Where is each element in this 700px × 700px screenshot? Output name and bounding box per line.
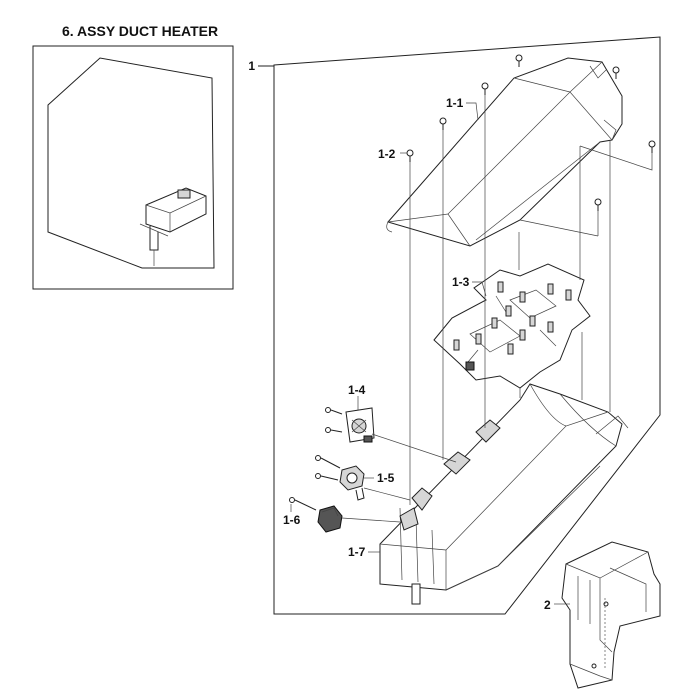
- screw-icon: [289, 497, 317, 511]
- thermal-fuse-part: [339, 465, 365, 501]
- label-part-1: 1: [248, 59, 255, 73]
- screw-icon: [325, 427, 343, 433]
- duct-cover-part: [386, 57, 623, 247]
- label-part-1-5: 1-5: [377, 471, 395, 485]
- label-part-1-6: 1-6: [283, 513, 301, 527]
- screw-icon: [648, 140, 656, 153]
- locator-inset: [32, 45, 234, 290]
- terminal-pins: [453, 281, 572, 371]
- screw-icon: [315, 473, 339, 481]
- label-part-1-3: 1-3: [452, 275, 470, 289]
- diagram-title: 6. ASSY DUCT HEATER: [62, 23, 218, 39]
- thermostat-part: [345, 407, 375, 443]
- screw-icon: [612, 66, 620, 79]
- label-part-1-2: 1-2: [378, 147, 396, 161]
- label-part-2: 2: [544, 598, 551, 612]
- label-part-1-7: 1-7: [348, 545, 366, 559]
- high-limit-thermostat-part: [317, 505, 343, 533]
- screw-icon: [481, 82, 489, 95]
- screw-icon: [406, 149, 414, 162]
- inset-frame: [32, 45, 234, 290]
- screw-icon: [594, 198, 602, 211]
- screw-icon: [515, 54, 523, 67]
- leader-lines: [290, 102, 570, 605]
- heater-housing-part: [379, 383, 629, 605]
- inset-duct-heater-icon: [139, 187, 207, 266]
- label-part-1-4: 1-4: [348, 383, 366, 397]
- dryer-cabinet-outline: [47, 57, 215, 269]
- screw-icon: [315, 455, 341, 469]
- assembly-1-frame: [273, 36, 661, 615]
- screw-icon: [439, 117, 447, 130]
- housing-brackets: [399, 419, 501, 531]
- mounting-bracket-part: [561, 541, 661, 689]
- screw-icon: [325, 407, 343, 415]
- alignment-lines: [341, 95, 653, 670]
- screws-1-2: [406, 54, 656, 211]
- label-part-1-1: 1-1: [446, 96, 464, 110]
- heater-element-plate-part: [433, 263, 591, 389]
